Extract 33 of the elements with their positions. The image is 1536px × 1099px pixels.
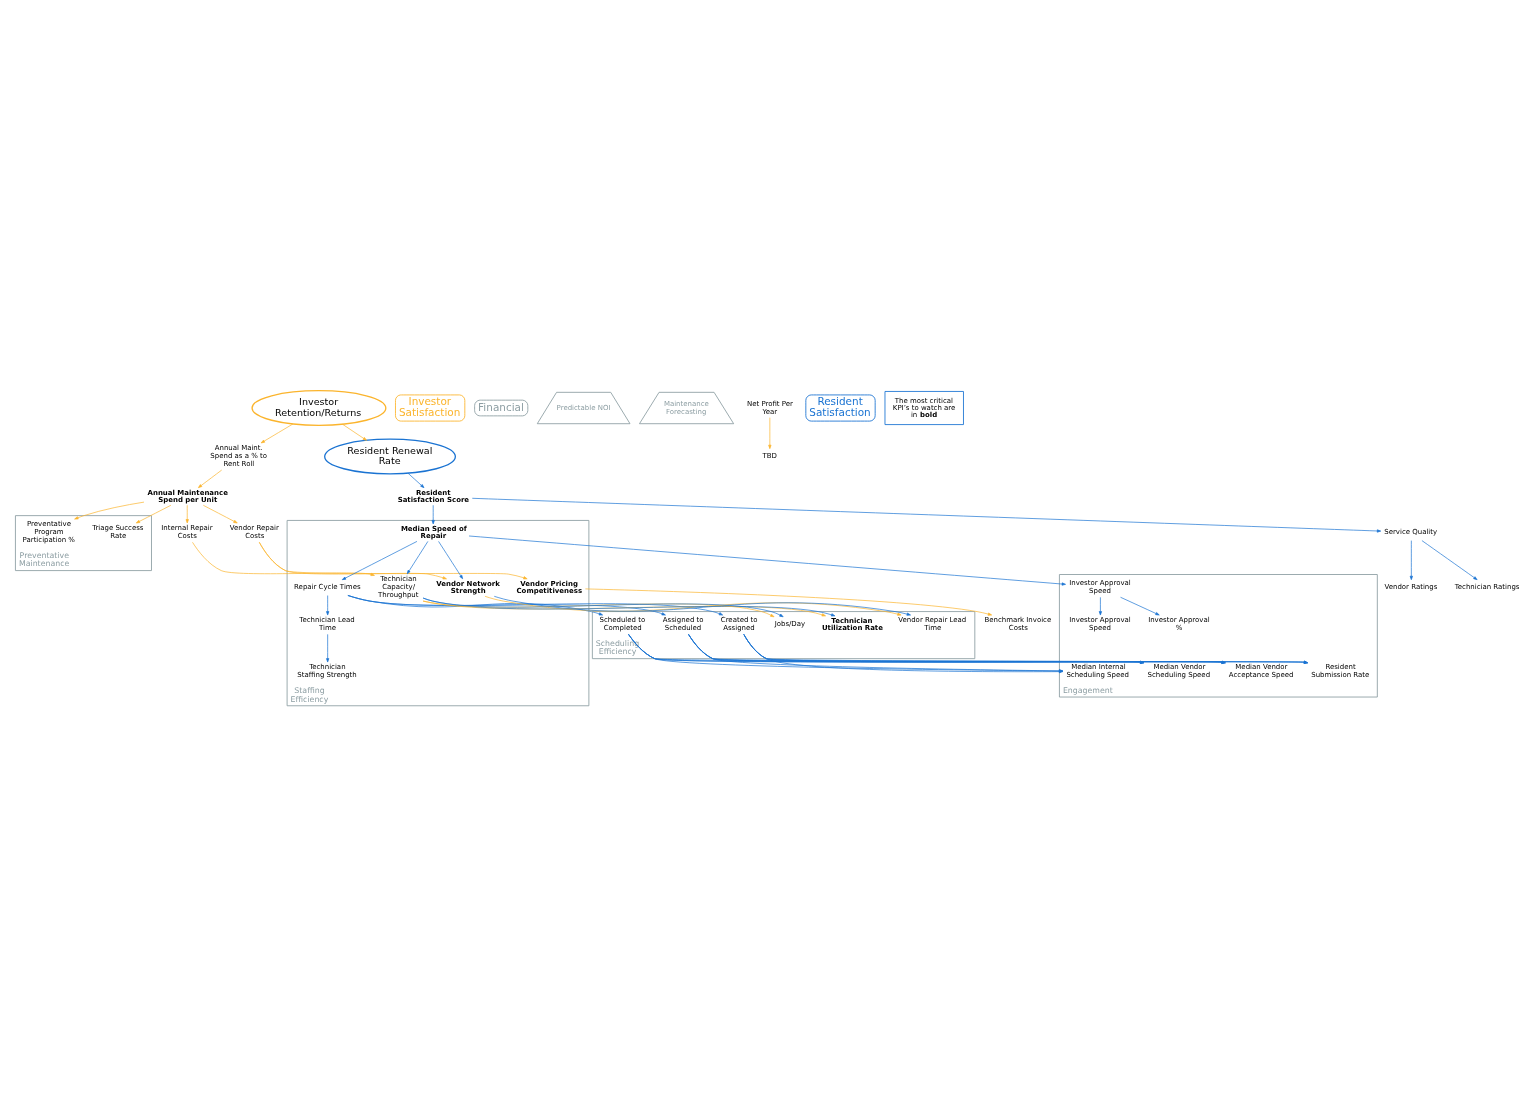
- arrow: [471, 497, 1382, 533]
- arrow: [260, 423, 294, 443]
- arrow: [407, 472, 425, 488]
- arrow: [198, 469, 223, 488]
- arrow: [185, 504, 189, 523]
- arrow: [347, 594, 724, 615]
- arrow: [431, 504, 435, 524]
- arrow: [342, 423, 367, 441]
- arrow: [347, 594, 666, 615]
- arrow: [406, 540, 429, 574]
- arrow: [585, 588, 993, 616]
- node-box: Financial: [474, 399, 529, 416]
- arrow: [1120, 596, 1160, 615]
- arrow: [74, 501, 145, 519]
- arrow: [422, 597, 836, 616]
- arrow: [192, 541, 375, 576]
- arrow: [468, 535, 1066, 586]
- arrow: [135, 504, 172, 523]
- node-box: Investor Satisfaction: [395, 394, 466, 422]
- arrow: [768, 416, 772, 449]
- arrow: [326, 594, 330, 615]
- arrow: [326, 633, 330, 662]
- arrow: [347, 594, 603, 615]
- arrow: [1409, 539, 1413, 580]
- arrow: [258, 541, 528, 579]
- arrow: [341, 540, 418, 580]
- node-box: Resident Satisfaction: [805, 394, 876, 422]
- arrow: [1421, 539, 1478, 580]
- arrow: [422, 597, 784, 617]
- node-ellipse: Investor Retention/Returns: [251, 389, 387, 426]
- arrow: [438, 540, 463, 579]
- arrow: [202, 504, 238, 523]
- arrow: [1098, 596, 1102, 615]
